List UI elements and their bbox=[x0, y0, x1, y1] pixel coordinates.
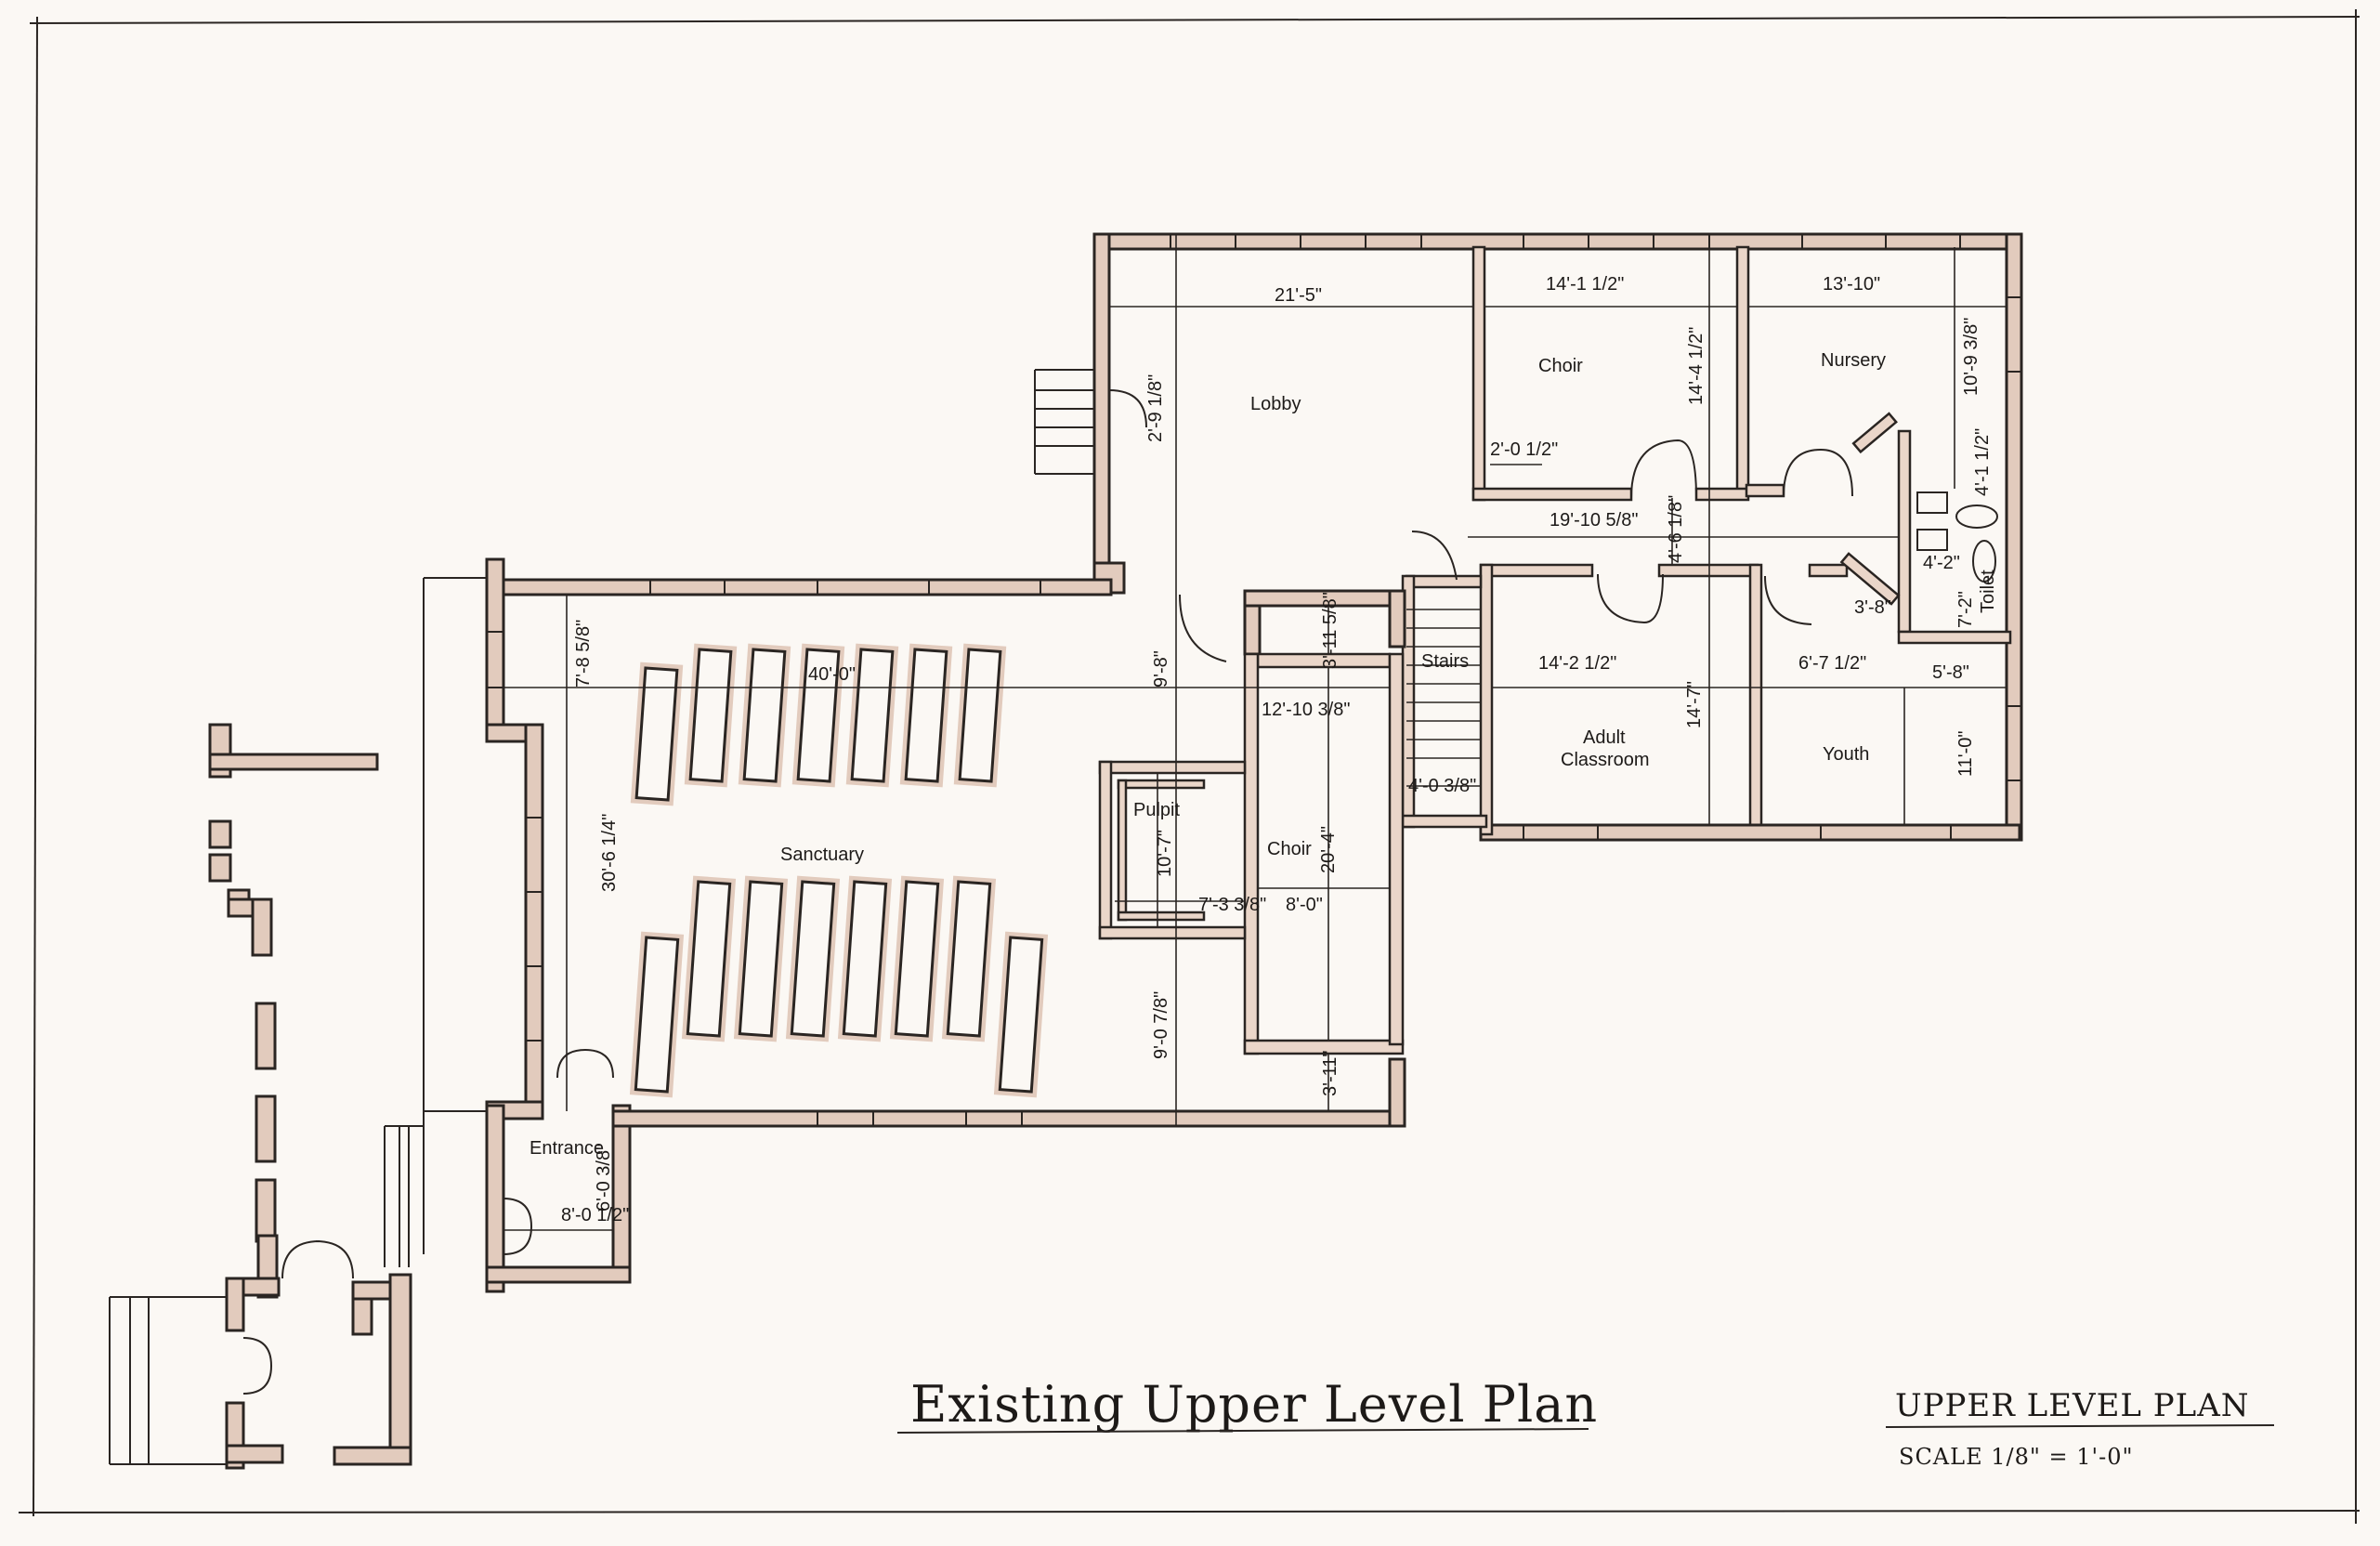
door-swings bbox=[242, 389, 1853, 1395]
dim-youth-width: 6'-7 1/2" bbox=[1798, 653, 1866, 674]
pew bbox=[850, 648, 895, 783]
label-nursery: Nursery bbox=[1821, 350, 1886, 371]
toilet-fixtures bbox=[1916, 491, 1998, 583]
scale-note: SCALE 1/8" = 1'-0" bbox=[1899, 1444, 2134, 1470]
dim-toilet-c: 7'-2" bbox=[1955, 591, 1976, 628]
dim-pulpit-width: 7'-3 3/8" bbox=[1198, 895, 1266, 915]
dim-sanctuary-depth: 30'-6 1/4" bbox=[599, 814, 620, 892]
label-toilet: Toilet bbox=[1978, 570, 1998, 613]
dim-choir-bottom: 3'-11" bbox=[1320, 1051, 1340, 1096]
pew bbox=[688, 648, 733, 783]
pew bbox=[958, 648, 1002, 783]
dim-toilet-b: 4'-2" bbox=[1923, 553, 1960, 573]
stair-treads bbox=[1406, 609, 1481, 759]
label-sanctuary: Sanctuary bbox=[780, 845, 864, 865]
label-youth: Youth bbox=[1823, 744, 1869, 765]
pew bbox=[634, 666, 679, 802]
sheet-border bbox=[18, 9, 2360, 1524]
dim-hall-length: 19'-10 5/8" bbox=[1550, 510, 1638, 531]
pew bbox=[842, 880, 888, 1038]
dim-choir-width2: 8'-0" bbox=[1286, 895, 1323, 915]
dim-toilet-a: 4'-1 1/2" bbox=[1972, 428, 1993, 496]
dim-lobby-width: 21'-5" bbox=[1275, 285, 1322, 306]
dim-entrance-depth: 6'-0 3/8" bbox=[594, 1144, 614, 1212]
dim-choir-side: 12'-10 3/8" bbox=[1262, 700, 1350, 720]
pew bbox=[946, 880, 992, 1038]
dim-nursery-width: 13'-10" bbox=[1823, 274, 1880, 295]
pew bbox=[904, 648, 948, 783]
pew bbox=[796, 648, 841, 783]
dimension-labels: 21'-5" 2'-9 1/8" 14'-1 1/2" 14'-4 1/2" 2… bbox=[561, 274, 1993, 1225]
dim-front-depth: 9'-0 7/8" bbox=[1151, 991, 1171, 1059]
pew bbox=[790, 880, 836, 1038]
pew bbox=[742, 648, 787, 783]
pew bbox=[738, 880, 784, 1038]
dim-choir-closet: 2'-0 1/2" bbox=[1490, 439, 1558, 460]
dim-adult-width: 14'-2 1/2" bbox=[1538, 653, 1616, 674]
label-choir-lower: Choir bbox=[1267, 839, 1312, 859]
title-block: Existing Upper Level Plan UPPER LEVEL PL… bbox=[896, 1375, 2275, 1470]
dim-youth-side: 5'-8" bbox=[1932, 662, 1969, 683]
label-classroom: Classroom bbox=[1561, 750, 1650, 770]
dim-nursery-depth: 10'-9 3/8" bbox=[1961, 318, 1981, 396]
room-labels: Lobby Choir Nursery Sanctuary Pulpit Cho… bbox=[530, 350, 1998, 1159]
building-walls bbox=[208, 232, 2023, 1470]
dim-pulpit-depth: 10'-7" bbox=[1155, 830, 1175, 877]
dim-stairs-width: 4'-0 3/8" bbox=[1408, 776, 1476, 796]
plan-title: Existing Upper Level Plan bbox=[910, 1375, 1598, 1434]
window-marks bbox=[487, 234, 2021, 1126]
pew bbox=[686, 880, 732, 1038]
dim-choir-length: 20'-4" bbox=[1318, 826, 1339, 873]
sanctuary-pews bbox=[629, 643, 1049, 1098]
dim-choir-depth: 14'-4 1/2" bbox=[1686, 327, 1707, 405]
exterior-lines bbox=[109, 369, 1094, 1465]
pew bbox=[894, 880, 940, 1038]
dimension-lines bbox=[503, 234, 2007, 1231]
label-choir-upper: Choir bbox=[1538, 356, 1583, 376]
pew bbox=[998, 936, 1044, 1094]
label-adult: Adult bbox=[1583, 727, 1626, 748]
pew bbox=[634, 936, 680, 1094]
dim-entrance-width: 8'-0 1/2" bbox=[561, 1205, 629, 1225]
dim-adult-depth: 14'-7" bbox=[1684, 681, 1705, 728]
dim-lobby-depth: 9'-8" bbox=[1151, 650, 1171, 688]
label-lobby: Lobby bbox=[1250, 394, 1301, 414]
dim-youth-door: 3'-8" bbox=[1854, 597, 1891, 618]
dim-choir-width: 14'-1 1/2" bbox=[1546, 274, 1624, 295]
dim-hall-width: 4'-6 1/8" bbox=[1666, 495, 1686, 563]
sheet-label: UPPER LEVEL PLAN bbox=[1895, 1387, 2250, 1424]
dim-lobby-door: 2'-9 1/8" bbox=[1145, 374, 1166, 442]
dim-choir-top: 3'-11 5/8" bbox=[1320, 592, 1340, 669]
label-pulpit: Pulpit bbox=[1133, 800, 1180, 820]
label-stairs: Stairs bbox=[1421, 651, 1469, 672]
dim-youth-depth: 11'-0" bbox=[1955, 731, 1976, 777]
dim-sanctuary-notch: 7'-8 5/8" bbox=[573, 620, 594, 688]
dim-sanctuary-width: 40'-0" bbox=[808, 664, 856, 685]
label-entrance: Entrance bbox=[530, 1138, 604, 1159]
